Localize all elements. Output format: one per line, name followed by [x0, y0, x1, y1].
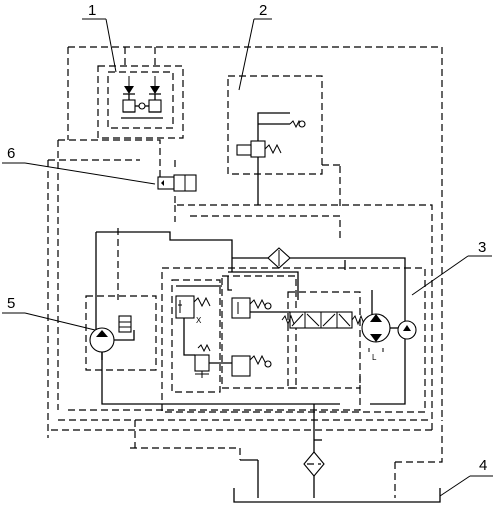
callout-4: 4	[439, 457, 493, 497]
component-6-valve	[157, 174, 197, 192]
valve-6-coil-icon	[157, 176, 175, 190]
relief-valve-1-icon	[175, 295, 195, 319]
callout-2: 2	[238, 2, 272, 91]
callout-5-label: 5	[7, 295, 15, 312]
component-3-valve-block: X L	[161, 267, 426, 413]
return-filter	[303, 404, 325, 498]
tank-icon	[233, 488, 441, 503]
l-mark: L	[372, 353, 377, 362]
solenoid-valve-block-icon	[250, 140, 266, 158]
callout-3: 3	[411, 239, 492, 296]
callout-6-label: 6	[7, 145, 15, 162]
x-mark: X	[196, 316, 202, 325]
callout-4-label: 4	[479, 457, 487, 474]
pilot-valve-right-icon	[148, 99, 162, 113]
callout-6: 6	[2, 145, 156, 185]
callout-3-label: 3	[478, 239, 486, 256]
relief-valve-3-icon	[194, 354, 210, 372]
component-5-motor	[85, 295, 157, 371]
solenoid-coil-icon	[236, 144, 252, 156]
pilot-valve-left-icon	[122, 99, 136, 113]
component-4-tank	[233, 459, 441, 503]
callout-5: 5	[2, 295, 96, 331]
motor-brake-valve-icon	[118, 315, 132, 333]
main-pressure-lines	[95, 231, 406, 405]
relief-valve-4-icon	[231, 355, 251, 377]
pilot-lines-dashed	[47, 46, 443, 498]
callout-1-label: 1	[88, 2, 96, 19]
callout-1: 1	[82, 2, 117, 73]
callout-2-label: 2	[259, 2, 267, 19]
component-1-pilot-valve-box	[97, 65, 184, 139]
component-2-solenoid-valve-box	[227, 75, 323, 205]
relief-valve-2-icon	[231, 297, 251, 319]
filter-top	[267, 247, 291, 269]
